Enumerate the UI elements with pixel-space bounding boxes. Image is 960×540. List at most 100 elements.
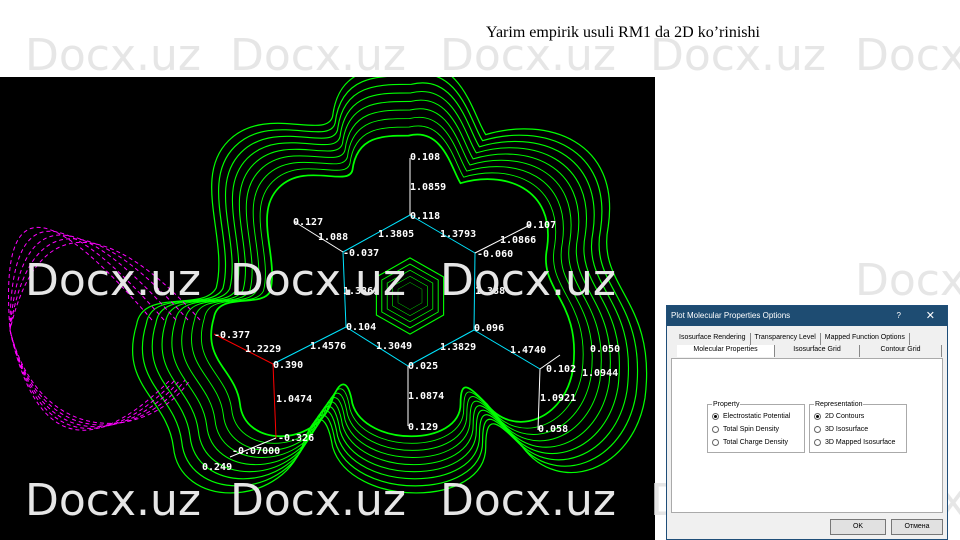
tab-panel: Property Electrostatic Potential Total S… [671, 358, 943, 513]
contour-line [131, 77, 648, 494]
atom-charge-label: -0.07000 [232, 446, 280, 457]
bond-length-label: 1.3793 [440, 229, 476, 240]
contour-line [161, 90, 620, 473]
bond-line [272, 326, 347, 365]
negative-contour [8, 226, 171, 431]
bond-line [473, 252, 476, 331]
contour-line [181, 108, 602, 458]
representation-legend: Representation [815, 401, 863, 408]
atom-charge-label: 0.118 [410, 211, 440, 222]
contour-line [141, 77, 639, 487]
bond-line [407, 329, 475, 367]
contour-line [210, 133, 575, 438]
bond-line [474, 224, 531, 254]
atom-charge-label: -0.037 [343, 248, 379, 259]
tab-isosurface-rendering[interactable]: Isosurface Rendering [675, 333, 751, 345]
tab-isosurface-grid[interactable]: Isosurface Grid [775, 345, 860, 357]
bond-length-label: 1.088 [318, 232, 348, 243]
bond-line [539, 354, 561, 370]
watermark: Docx.uz [230, 30, 406, 81]
slide-title: Yarim empirik usuli RM1 da 2D ko’rinishi [486, 24, 760, 41]
close-icon[interactable]: ✕ [925, 310, 935, 322]
bond-length-label: 1.2229 [245, 344, 281, 355]
contour-line [151, 82, 629, 480]
bond-length-label: 1.388 [475, 286, 505, 297]
bond-line [294, 221, 344, 253]
bond-length-label: 1.0874 [408, 391, 444, 402]
bond-line [342, 214, 411, 253]
atom-charge-label: -0.326 [278, 433, 314, 444]
ring-contour [386, 269, 434, 323]
atom-charge-label: 0.129 [408, 422, 438, 433]
watermark: Docx.uz [855, 30, 960, 81]
property-group: Property Electrostatic Potential Total S… [707, 401, 805, 453]
representation-group: Representation 2D Contours 3D Isosurface… [809, 401, 907, 453]
atom-charge-label: 0.390 [273, 360, 303, 371]
ring-contour [397, 282, 423, 310]
plot-options-dialog: Plot Molecular Properties Options ? ✕ Is… [666, 305, 948, 540]
atom-charge-label: 0.107 [526, 220, 556, 231]
bond-length-label: 1.3805 [378, 229, 414, 240]
bond-line [473, 329, 541, 370]
atom-charge-label: 0.102 [546, 364, 576, 375]
ring-contour [392, 275, 428, 317]
dialog-title: Plot Molecular Properties Options [671, 311, 791, 320]
atom-charge-label: 0.096 [474, 323, 504, 334]
radio-3d-mapped-isosurface[interactable]: 3D Mapped Isosurface [814, 436, 902, 449]
radio-electrostatic-potential[interactable]: Electrostatic Potential [712, 410, 800, 423]
bond-line [537, 368, 541, 431]
ok-button[interactable]: OK [830, 519, 886, 535]
atom-charge-label: 0.108 [410, 152, 440, 163]
radio-3d-isosurface[interactable]: 3D Isosurface [814, 423, 902, 436]
contour-plot: 0.108 0.118 -0.060 0.096 0.025 0.104 -0.037 0.1… [0, 77, 655, 540]
bond-length-label: 1.0921 [540, 393, 576, 404]
negative-contour [9, 241, 201, 424]
property-legend: Property [713, 401, 740, 408]
contour-line [191, 116, 593, 451]
tab-transparency-level[interactable]: Transparency Level [751, 333, 821, 345]
atom-charge-label: 0.104 [346, 322, 376, 333]
radio-2d-contours[interactable]: 2D Contours [814, 410, 902, 423]
watermark: Docx.uz [25, 30, 201, 81]
atom-charge-label: 0.249 [202, 462, 232, 473]
contour-line [171, 99, 611, 466]
dialog-titlebar: Plot Molecular Properties Options ? ✕ [667, 306, 947, 326]
bond-line [345, 326, 409, 367]
bond-length-label: 1.4740 [510, 345, 546, 356]
atom-charge-label: 0.058 [538, 424, 568, 435]
molecule-svg: 0.108 0.118 -0.060 0.096 0.025 0.104 -0.037 0.1… [8, 77, 648, 494]
radio-total-charge-density[interactable]: Total Charge Density [712, 436, 800, 449]
ring-contour [381, 263, 439, 329]
tab-contour-grid[interactable]: Contour Grid [860, 345, 942, 357]
bond-length-label: 1.0944 [582, 368, 618, 379]
bond-length-label: 1.4576 [310, 341, 346, 352]
bond-line [272, 363, 277, 439]
bond-length-label: 1.3049 [376, 341, 412, 352]
radio-total-spin-density[interactable]: Total Spin Density [712, 423, 800, 436]
atom-charge-label: 0.025 [408, 361, 438, 372]
negative-contour [9, 234, 181, 428]
bond-length-label: 1.0474 [276, 394, 312, 405]
ring-contour [375, 257, 445, 335]
atom-charge-label: -0.377 [214, 330, 250, 341]
tab-molecular-properties[interactable]: Molecular Properties [677, 345, 775, 357]
bond-length-label: 1.3829 [440, 342, 476, 353]
atom-charge-label: 0.050 [590, 344, 620, 355]
bond-line [213, 333, 274, 365]
bond-line [342, 251, 347, 328]
watermark: Docx.uz [855, 255, 960, 306]
help-button[interactable]: ? [896, 311, 901, 320]
cancel-button[interactable]: Отмена [891, 519, 943, 535]
bonds [213, 158, 561, 458]
contour-lines [8, 77, 648, 494]
bond-length-label: 1.0866 [500, 235, 536, 246]
bond-length-label: 1.0859 [410, 182, 446, 193]
contour-line [200, 125, 584, 444]
negative-contour [9, 230, 176, 429]
bond-line [409, 214, 476, 254]
atom-charge-label: -0.060 [477, 249, 513, 260]
bond-line [229, 437, 277, 458]
tab-mapped-function-options[interactable]: Mapped Function Options [821, 333, 910, 345]
atom-charge-label: 0.127 [293, 217, 323, 228]
negative-contour [9, 238, 189, 426]
